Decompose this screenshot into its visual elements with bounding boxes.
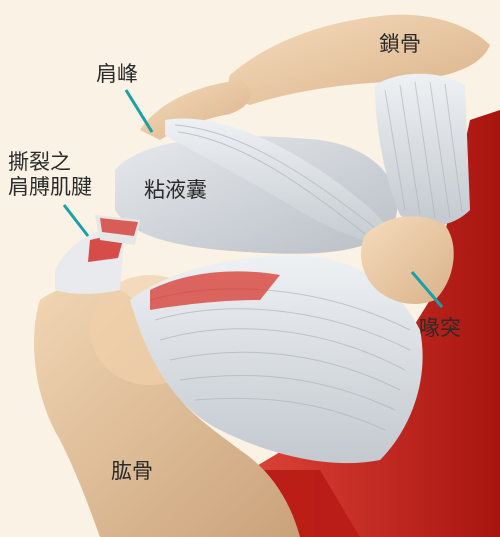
coracoid-label: 喙突 [419, 316, 461, 341]
clavicle-label: 鎖骨 [379, 32, 421, 57]
acromion-label: 肩峰 [96, 62, 138, 87]
torn-tendon-label-line2: 肩膊肌腱 [8, 175, 92, 200]
torn-tendon-label: 撕裂之 肩膊肌腱 [8, 150, 92, 200]
torn-tendon-label-line1: 撕裂之 [8, 150, 92, 175]
humerus-label: 肱骨 [111, 459, 153, 484]
bursa-label: 粘液囊 [144, 178, 207, 203]
